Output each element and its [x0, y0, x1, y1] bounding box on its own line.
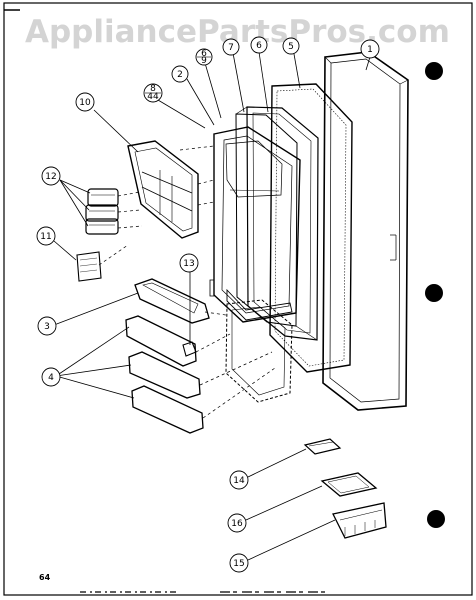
- assembly-lines: [98, 145, 276, 419]
- door-liner-frame: [235, 106, 319, 341]
- callout-16: 16: [227, 513, 247, 533]
- page-border: [3, 2, 473, 596]
- svg-text:7: 7: [228, 43, 234, 53]
- svg-text:12: 12: [45, 172, 56, 182]
- svg-text:3: 3: [44, 322, 50, 332]
- svg-text:6: 6: [201, 49, 207, 59]
- svg-text:11: 11: [40, 232, 51, 242]
- callout-10: 10: [75, 92, 95, 112]
- dairy-shelf: [134, 278, 210, 324]
- svg-text:5: 5: [288, 42, 294, 52]
- callout-4: 4: [41, 367, 61, 387]
- page-number: 64: [39, 573, 51, 582]
- callout-3: 3: [37, 316, 57, 336]
- lower-door-frame: [225, 299, 293, 403]
- svg-text:16: 16: [231, 519, 243, 529]
- callout-1: 1: [360, 39, 380, 59]
- svg-text:8: 8: [150, 84, 156, 94]
- storage-bins: [85, 188, 119, 235]
- callout-5: 5: [282, 37, 300, 55]
- callout-13: 13: [179, 253, 199, 273]
- info-card: [76, 251, 102, 282]
- svg-text:10: 10: [79, 98, 91, 108]
- binder-hole-top: [425, 62, 443, 80]
- inner-door-liner: [209, 126, 301, 323]
- callout-2: 2: [171, 65, 189, 83]
- binder-hole-middle: [425, 284, 443, 302]
- leader-lines: [53, 51, 371, 561]
- svg-text:13: 13: [183, 259, 194, 269]
- callout-stack-6-9: 6 9: [195, 48, 213, 66]
- svg-text:9: 9: [201, 56, 207, 66]
- door-bins: [125, 315, 204, 434]
- svg-text:1: 1: [367, 45, 373, 55]
- callout-15: 15: [229, 553, 249, 573]
- svg-text:6: 6: [256, 41, 262, 51]
- callouts: 1 2 3 4 5 6 7 10: [36, 36, 380, 573]
- callout-11: 11: [36, 226, 56, 246]
- svg-text:2: 2: [177, 70, 183, 80]
- callout-14: 14: [229, 470, 249, 490]
- shelf-frame: [127, 140, 199, 239]
- svg-text:15: 15: [233, 559, 244, 569]
- callout-12: 12: [41, 166, 61, 186]
- callout-7: 7: [222, 38, 240, 56]
- stacked-callouts: 6 9 8 44: [143, 48, 213, 103]
- binder-hole-bottom: [427, 510, 445, 528]
- door-gasket: [269, 83, 353, 373]
- small-parts: [303, 438, 387, 539]
- callout-6: 6: [250, 36, 268, 54]
- svg-text:4: 4: [48, 373, 54, 383]
- svg-text:14: 14: [233, 476, 245, 486]
- callout-stack-8-44: 8 44: [143, 83, 163, 103]
- svg-text:44: 44: [147, 92, 159, 102]
